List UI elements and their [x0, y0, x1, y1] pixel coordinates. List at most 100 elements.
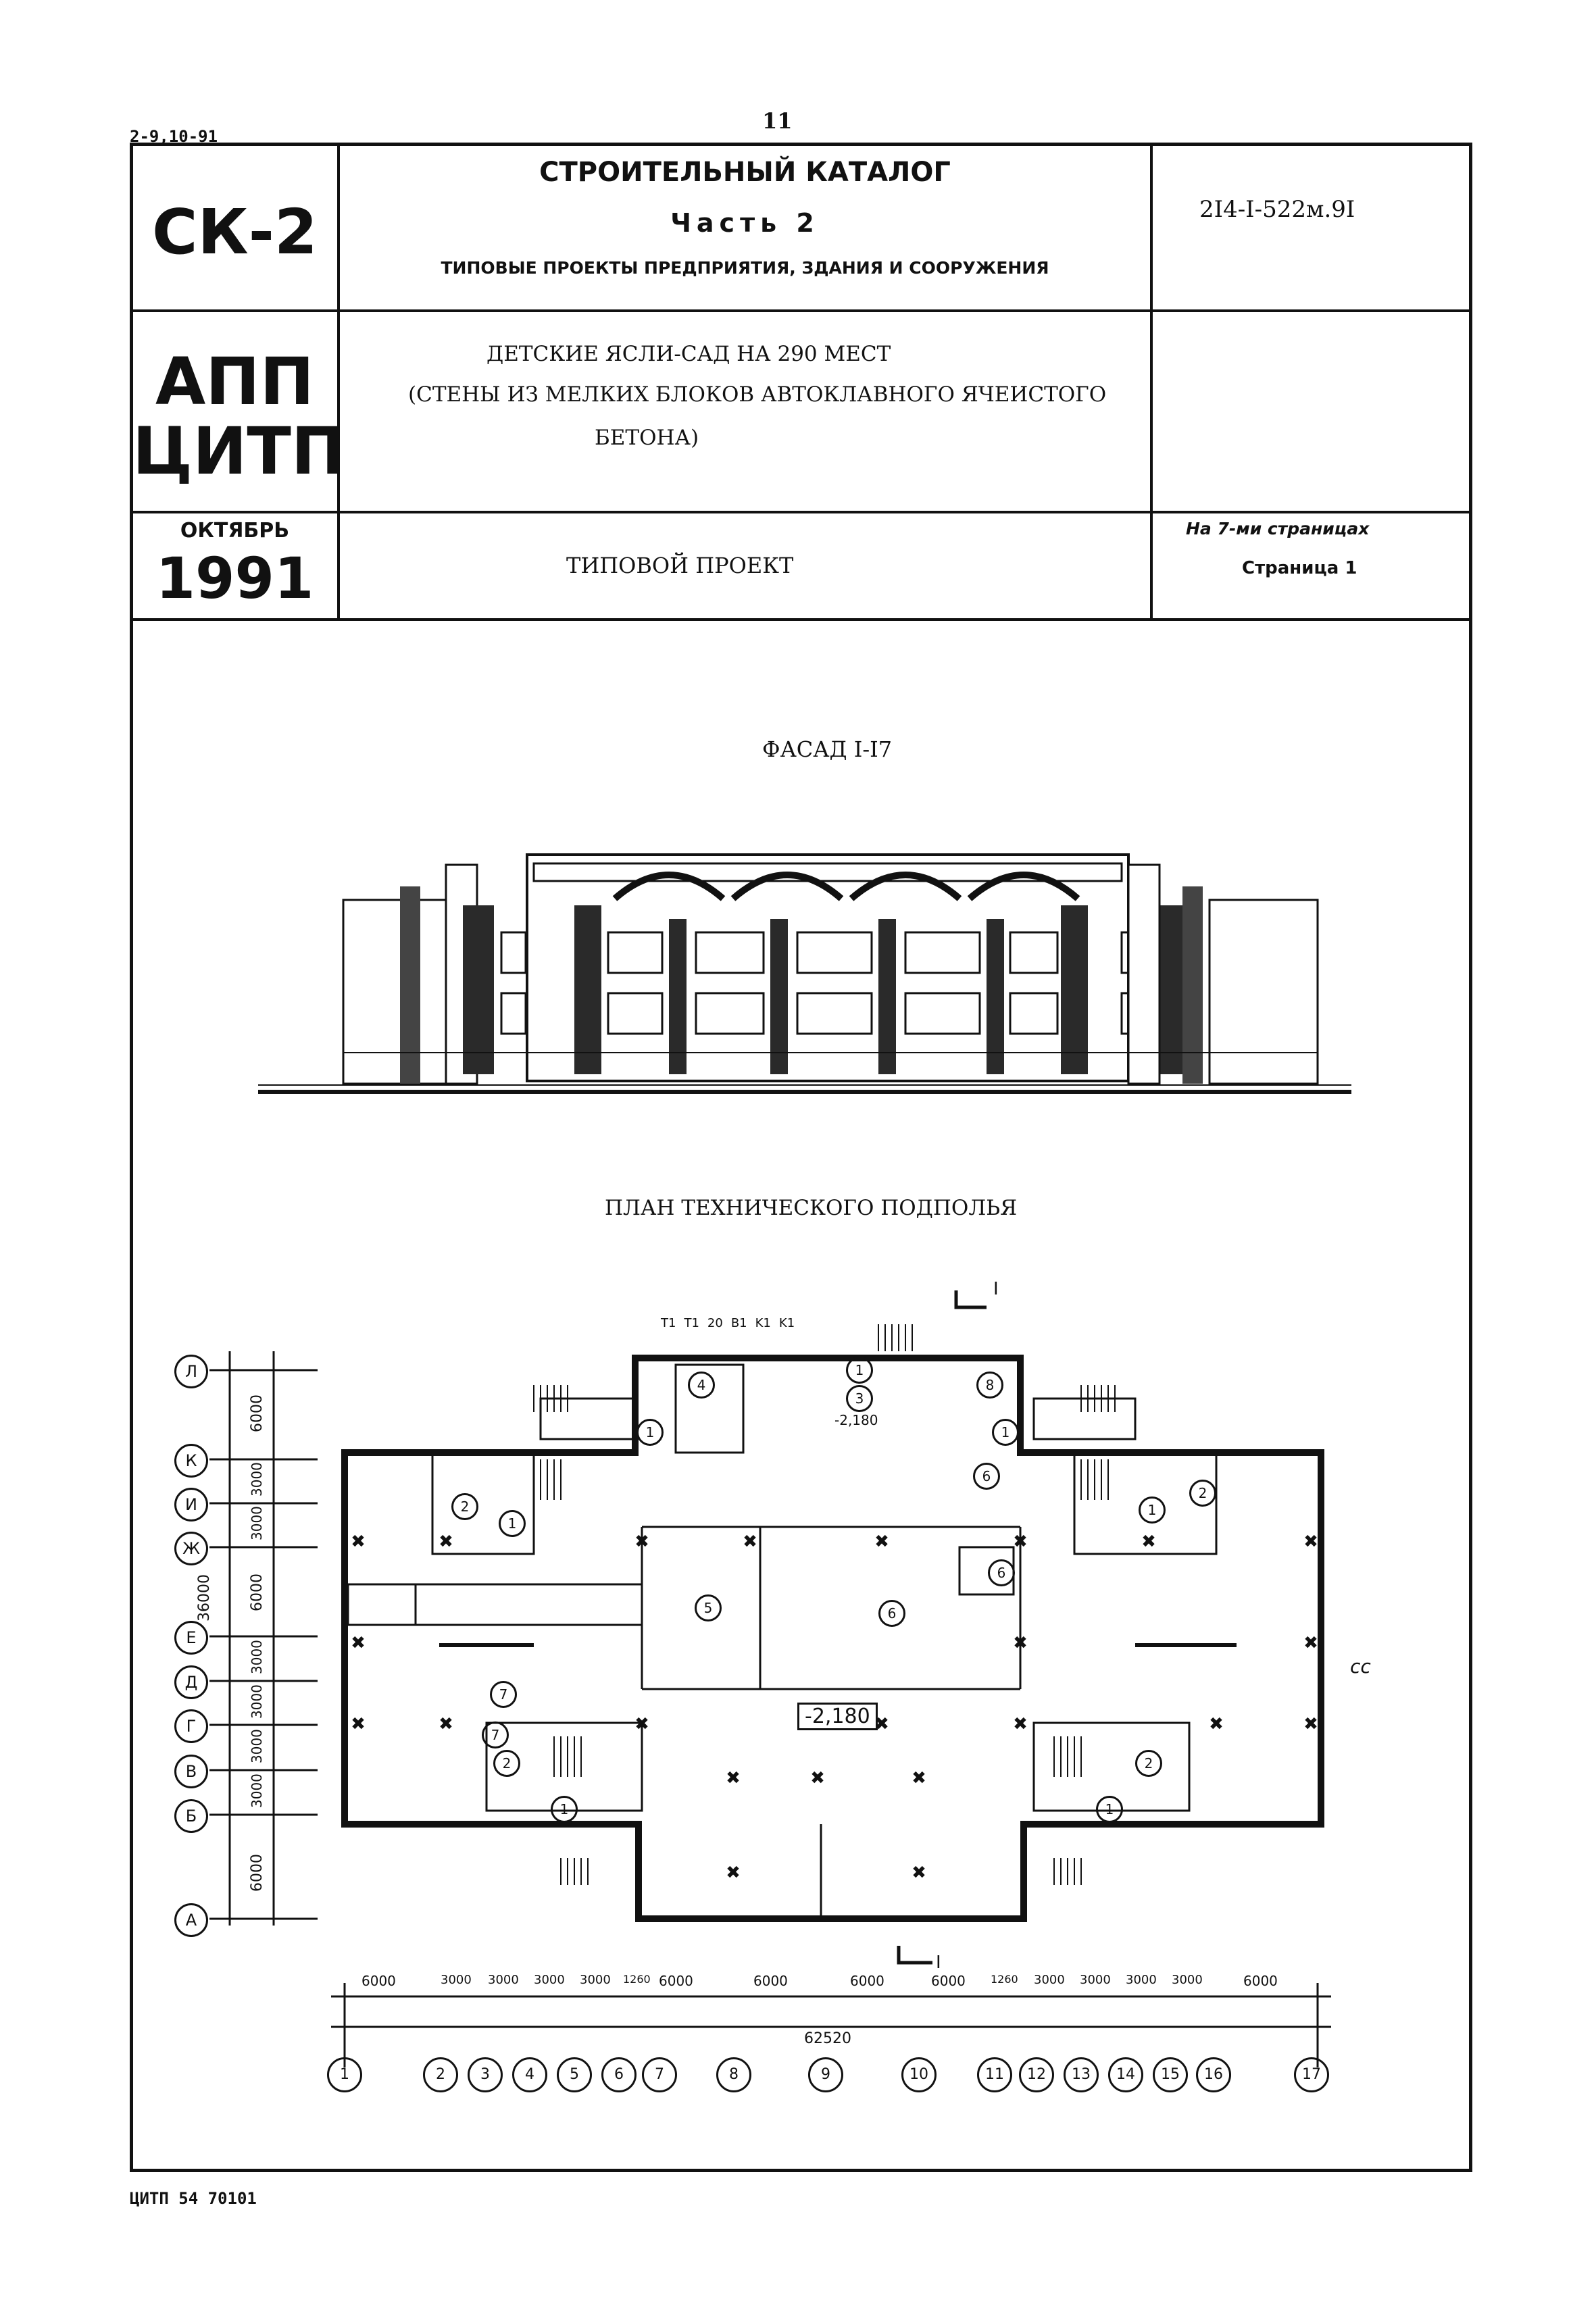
room-number: 2: [1189, 1480, 1216, 1507]
svg-text:✖: ✖: [726, 1768, 741, 1788]
room-number: 6: [973, 1463, 1000, 1490]
row-dimension: 3000: [249, 1774, 265, 1808]
org-code-line1: АПП: [155, 344, 314, 420]
column-dimension: 3000: [1034, 1973, 1065, 1987]
svg-text:✖: ✖: [1013, 1532, 1028, 1552]
svg-text:✖: ✖: [1141, 1532, 1156, 1552]
column-dimension: 3000: [1126, 1973, 1157, 1987]
svg-text:✖: ✖: [726, 1863, 741, 1883]
header-row-divider-1: [130, 309, 1472, 312]
plan-level-mark: -2,180: [797, 1703, 878, 1730]
object-line1: ДЕТСКИЕ ЯСЛИ-САД НА 290 МЕСТ: [487, 342, 891, 366]
column-axis-bubble: 1: [327, 2057, 362, 2092]
object-line2: (СТЕНЫ ИЗ МЕЛКИХ БЛОКОВ АВТОКЛАВНОГО ЯЧЕ…: [408, 382, 1107, 407]
room-number: 1: [846, 1357, 873, 1384]
header-row-divider-3: [130, 618, 1472, 621]
svg-text:✖: ✖: [912, 1768, 926, 1788]
column-axis-bubble: 12: [1019, 2057, 1054, 2092]
column-dimension: 3000: [488, 1973, 519, 1987]
row-axis-bubble: Ж: [174, 1532, 208, 1565]
column-axis-bubble: 6: [601, 2057, 637, 2092]
column-axis-bubble: 16: [1196, 2057, 1231, 2092]
column-axis-bubble: 15: [1153, 2057, 1188, 2092]
column-dimension: 3000: [1172, 1973, 1203, 1987]
header-divider-left: [337, 143, 340, 620]
room-number: 8: [976, 1372, 1003, 1399]
column-axis-bubble: 17: [1294, 2057, 1329, 2092]
row-axis-bubble: И: [174, 1488, 208, 1521]
catalog-title: СТРОИТЕЛЬНЫЙ КАТАЛОГ: [539, 157, 951, 188]
row-axis-bubble: Г: [174, 1709, 208, 1743]
column-dimension: 6000: [1243, 1973, 1278, 1989]
row-dimension: 3000: [249, 1729, 265, 1763]
page-current: Страница 1: [1242, 558, 1357, 578]
column-dimension: 3000: [441, 1973, 472, 1987]
object-line3: БЕТОНА): [595, 426, 699, 450]
column-dimension: 1260: [623, 1973, 651, 1986]
svg-text:✖: ✖: [439, 1714, 453, 1734]
room-number: 2: [493, 1750, 520, 1777]
issue-year: 1991: [155, 545, 314, 611]
room-number: 1: [551, 1796, 578, 1823]
room-number: 1: [992, 1419, 1019, 1446]
svg-text:✖: ✖: [351, 1532, 366, 1552]
section-label-top: I: [993, 1279, 999, 1299]
column-axis-bubble: 14: [1108, 2057, 1143, 2092]
column-dimension: 3000: [1080, 1973, 1111, 1987]
row-dimension: 3000: [249, 1684, 265, 1719]
bottom-total-dimension: 62520: [804, 2030, 851, 2047]
svg-text:✖: ✖: [439, 1532, 453, 1552]
room-number: 5: [695, 1594, 722, 1621]
column-dimension: 1260: [991, 1973, 1018, 1986]
row-dimension: 3000: [249, 1462, 265, 1496]
plan-level-mark-small: -2,180: [834, 1412, 878, 1428]
column-dimension: 6000: [361, 1973, 396, 1989]
svg-text:✖: ✖: [743, 1532, 757, 1552]
top-note: K1: [778, 1316, 795, 1330]
room-number: 1: [1096, 1796, 1123, 1823]
sheet-frame: [130, 143, 1472, 2172]
column-axis-bubble: 9: [808, 2057, 843, 2092]
header-divider-right: [1150, 143, 1153, 620]
column-axis-bubble: 13: [1064, 2057, 1099, 2092]
top-note: T1: [661, 1316, 676, 1330]
column-dimension: 6000: [931, 1973, 966, 1989]
column-axis-bubble: 3: [468, 2057, 503, 2092]
org-code-line2: ЦИТП: [132, 413, 346, 489]
svg-text:✖: ✖: [874, 1714, 889, 1734]
row-dimension: 3000: [249, 1640, 265, 1674]
svg-text:✖: ✖: [912, 1863, 926, 1883]
project-code: 2I4-I-522м.9I: [1199, 196, 1355, 223]
column-axis-bubble: 5: [557, 2057, 592, 2092]
room-number: 1: [499, 1510, 526, 1537]
svg-text:✖: ✖: [1013, 1714, 1028, 1734]
svg-text:✖: ✖: [1303, 1714, 1318, 1734]
row-axis-bubble: Д: [174, 1665, 208, 1699]
column-dimension: 6000: [753, 1973, 788, 1989]
svg-text:✖: ✖: [1303, 1633, 1318, 1653]
top-note: 20: [707, 1316, 723, 1330]
svg-text:✖: ✖: [810, 1768, 825, 1788]
page-number: 11: [762, 108, 793, 134]
catalog-code: СК-2: [152, 196, 318, 268]
svg-text:✖: ✖: [1013, 1633, 1028, 1653]
pages-total: На 7-ми страницах: [1186, 519, 1370, 538]
column-axis-bubble: 8: [716, 2057, 751, 2092]
svg-text:✖: ✖: [1303, 1532, 1318, 1552]
top-notes: T1 T1 20 B1 K1 K1: [661, 1316, 795, 1330]
row-axis-bubble: А: [174, 1903, 208, 1937]
column-dimension: 3000: [534, 1973, 565, 1987]
column-dimension: 6000: [659, 1973, 693, 1989]
column-axis-bubble: 11: [977, 2057, 1012, 2092]
column-axis-bubble: 10: [901, 2057, 937, 2092]
catalog-subtitle: ТИПОВЫЕ ПРОЕКТЫ ПРЕДПРИЯТИЯ, ЗДАНИЯ И СО…: [441, 258, 1049, 278]
row-axis-bubble: В: [174, 1755, 208, 1788]
row-axis-bubble: К: [174, 1444, 208, 1478]
issue-month: ОКТЯБРЬ: [180, 519, 290, 543]
column-axis-bubble: 2: [423, 2057, 458, 2092]
left-total-dimension: 36000: [196, 1574, 213, 1621]
row-dimension: 6000: [249, 1574, 266, 1611]
column-dimension: 6000: [850, 1973, 884, 1989]
plan-title: ПЛАН ТЕХНИЧЕСКОГО ПОДПОЛЬЯ: [605, 1196, 1018, 1220]
row-axis-bubble: Л: [174, 1355, 208, 1388]
